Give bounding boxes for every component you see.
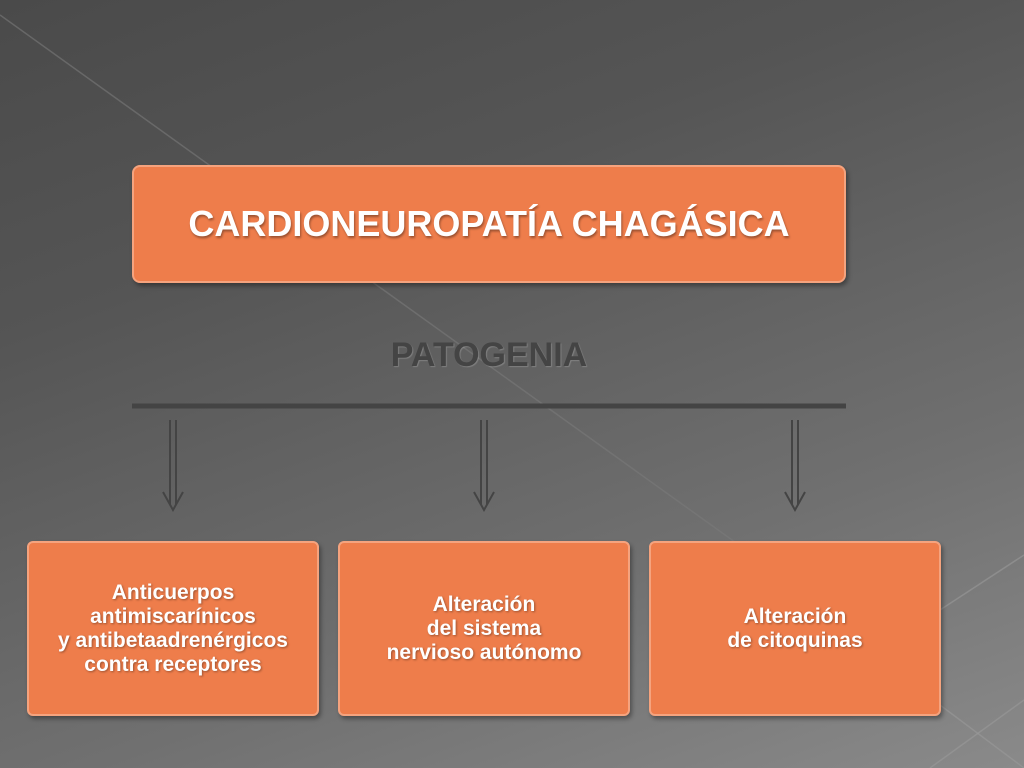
- leaf-box-anticuerpos: Anticuerpos antimiscarínicos y antibetaa…: [27, 541, 319, 716]
- leaf-text: Alteración del sistema nervioso autónomo: [387, 593, 582, 665]
- diagram-subtitle: PATOGENIA: [390, 336, 588, 374]
- diagram-title: CARDIONEUROPATÍA CHAGÁSICA: [188, 203, 790, 244]
- leaf-box-sistema-nervioso: Alteración del sistema nervioso autónomo: [338, 541, 630, 716]
- leaf-line: Alteración: [743, 604, 847, 628]
- leaf-line: de citoquinas: [727, 628, 863, 652]
- leaf-line: Alteración: [432, 592, 536, 616]
- arrow-right: [784, 420, 806, 513]
- leaf-line: Anticuerpos: [111, 580, 235, 604]
- leaf-box-citoquinas: Alteración de citoquinas: [649, 541, 941, 716]
- leaf-line: antimiscarínicos: [90, 604, 256, 628]
- arrow-left: [162, 420, 184, 513]
- title-box: CARDIONEUROPATÍA CHAGÁSICA: [132, 165, 846, 283]
- leaf-line: nervioso autónomo: [386, 640, 582, 664]
- arrow-center: [473, 420, 495, 513]
- leaf-text: Anticuerpos antimiscarínicos y antibetaa…: [58, 581, 288, 677]
- leaf-text: Alteración de citoquinas: [727, 605, 862, 653]
- leaf-line: contra receptores: [84, 652, 262, 676]
- leaf-line: y antibetaadrenérgicos: [58, 628, 288, 652]
- leaf-line: del sistema: [426, 616, 542, 640]
